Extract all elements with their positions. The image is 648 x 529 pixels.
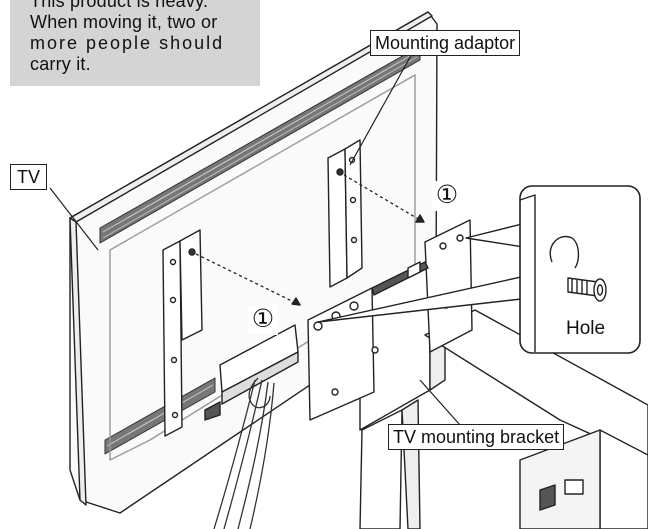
arrow-head-lower <box>291 297 301 306</box>
bracket-crossbar <box>371 261 429 296</box>
cable-cover <box>204 324 299 421</box>
cables <box>213 377 275 529</box>
warning-line-3: more people should <box>30 33 225 53</box>
alignment-arrows <box>195 174 421 306</box>
warning-line-2: When moving it, two or <box>30 12 218 32</box>
tv-mounting-bracket-label: TV mounting bracket <box>388 424 565 450</box>
bracket-plate-upper <box>424 219 473 353</box>
leader-lines <box>49 49 461 426</box>
step-marker-upper: ① <box>432 181 462 211</box>
screw-icon <box>567 277 607 302</box>
step-marker-lower: ① <box>248 305 278 335</box>
hole-label: Hole <box>566 318 606 339</box>
stand-shelf <box>424 309 648 529</box>
warning-line-1: This product is heavy. <box>30 0 209 11</box>
tv-label: TV <box>10 164 48 190</box>
left-mounting-adaptor <box>162 229 203 437</box>
warning-box: This product is heavy. When moving it, t… <box>10 0 260 86</box>
arrow-head-upper <box>415 214 425 223</box>
warning-line-4: carry it. <box>30 54 91 74</box>
right-mounting-adaptor <box>327 139 363 288</box>
hole-callout <box>317 185 641 354</box>
mounting-adaptor-label: Mounting adaptor <box>370 30 521 56</box>
top-vent-grille <box>99 45 421 244</box>
tv-left-edge <box>69 217 87 506</box>
